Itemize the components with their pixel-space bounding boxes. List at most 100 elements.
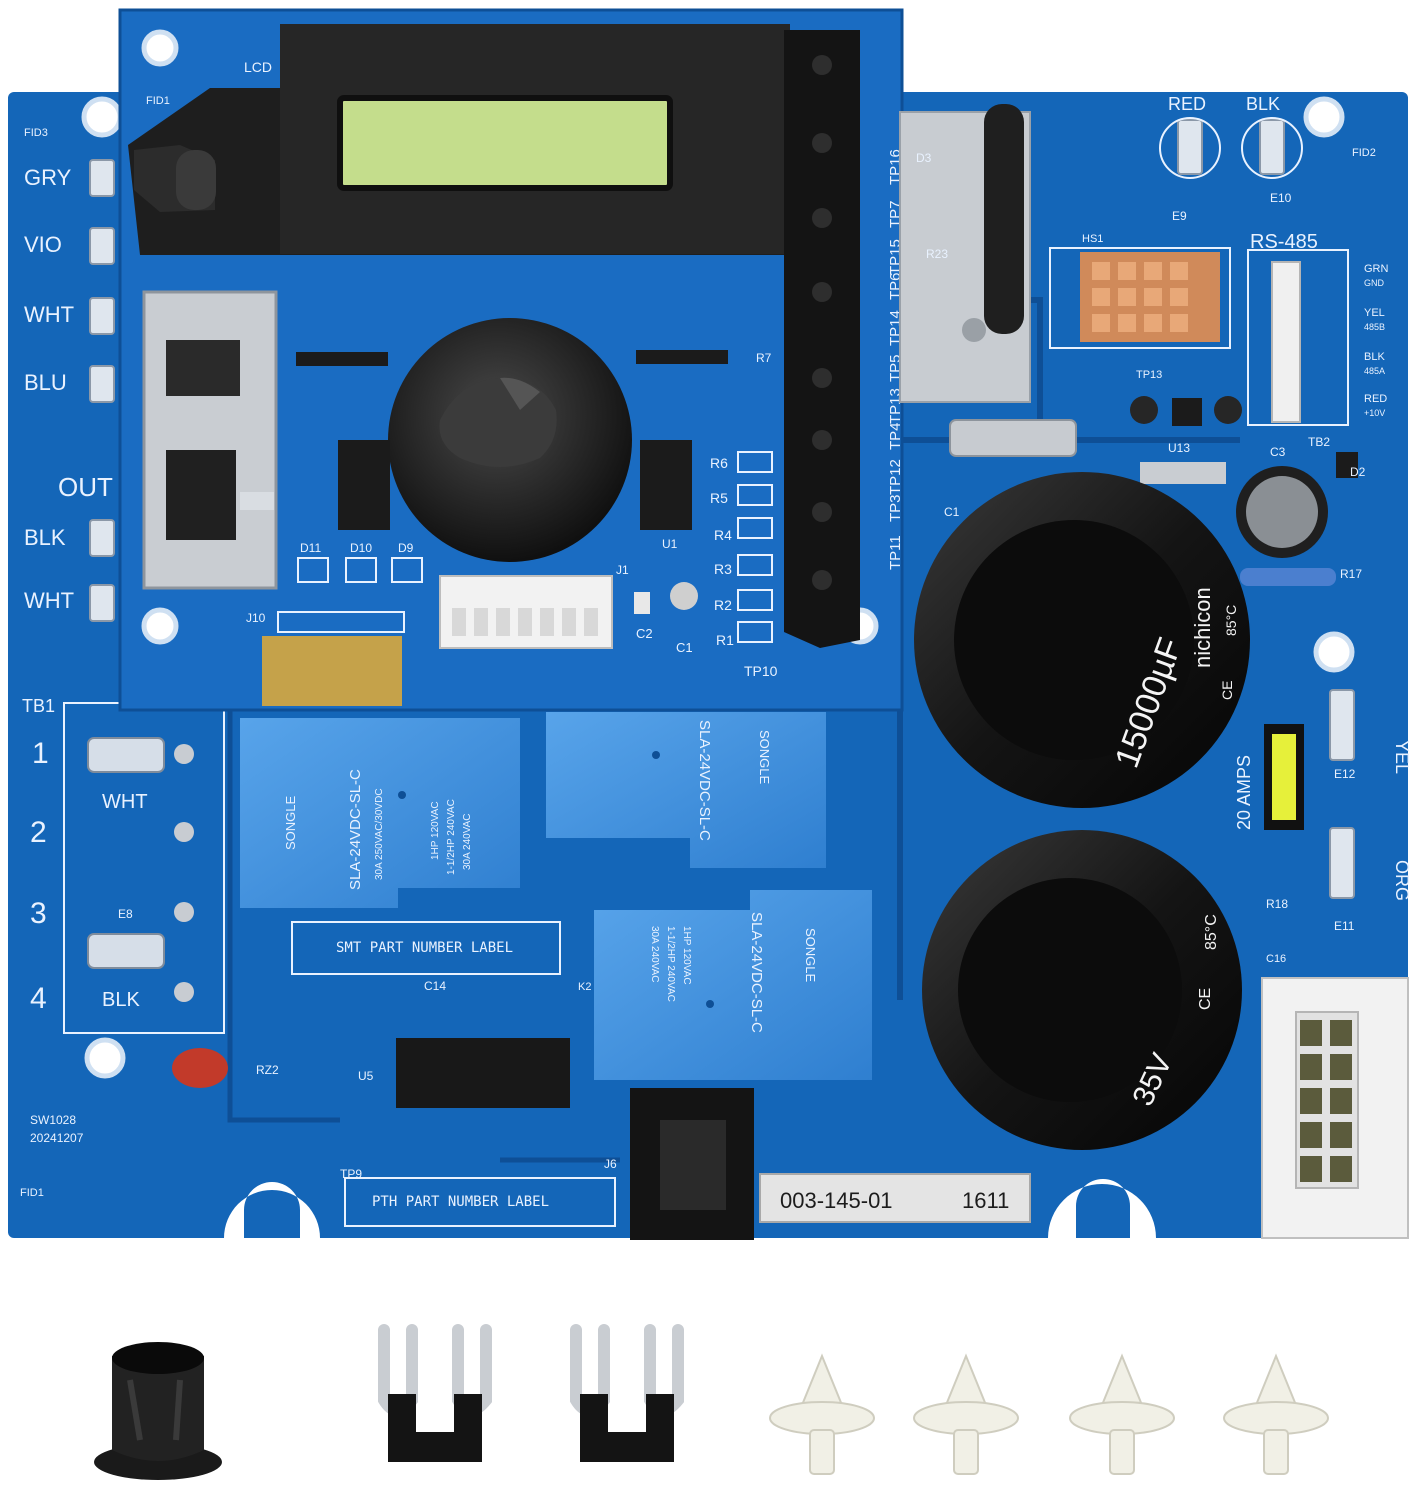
u13-label: U13 bbox=[1168, 441, 1190, 455]
rs485-connector: RS-485 GRN GND YEL 485B BLK 485A RED +10… bbox=[1250, 231, 1389, 449]
j10-header: J10 bbox=[246, 611, 405, 706]
rs485-label: RS-485 bbox=[1250, 231, 1318, 253]
accessory-jumper-2 bbox=[570, 1324, 684, 1462]
tb1-wht-label: WHT bbox=[102, 791, 148, 813]
c16-label: C16 bbox=[1266, 953, 1286, 965]
lcd-display bbox=[128, 24, 790, 255]
accessory-standoff-3 bbox=[1069, 1353, 1175, 1475]
capacitor-large-top: 15000µF nichicon 85°C CE C1 bbox=[914, 472, 1250, 808]
tb2-label: TB2 bbox=[1308, 435, 1330, 449]
j6-rj-jack: J6 bbox=[604, 1088, 754, 1240]
tp12-label: TP12 bbox=[887, 459, 904, 495]
left-spade-terminals bbox=[89, 159, 115, 622]
rs485-pin-red: RED bbox=[1364, 393, 1387, 405]
d11-label: D11 bbox=[300, 541, 321, 555]
c1-label: C1 bbox=[944, 505, 960, 519]
wire-label-red: RED bbox=[1168, 94, 1206, 114]
rs485-pin-yel: YEL bbox=[1364, 307, 1385, 319]
u13-regulator: U13 TP13 C3 bbox=[1130, 369, 1286, 484]
cap2-ce: CE bbox=[1197, 988, 1214, 1010]
rs485-pin-485a: 485A bbox=[1364, 366, 1385, 376]
capacitor-large-bottom: 35V 85°C CE bbox=[922, 830, 1242, 1150]
fuse-label: 20 AMPS bbox=[1234, 755, 1254, 830]
accessory-jumper-1 bbox=[378, 1324, 492, 1462]
part-number: 003-145-01 bbox=[780, 1188, 893, 1213]
fuse: 20 AMPS bbox=[1234, 724, 1304, 830]
relay-bottom-rating-d: 30A 240VAC bbox=[649, 926, 660, 983]
c1-small-label: C1 bbox=[676, 640, 693, 655]
small-caps: C2 C1 bbox=[634, 582, 698, 655]
r23-label: R23 bbox=[926, 247, 948, 261]
wire-label-gry: GRY bbox=[24, 165, 72, 190]
fid-label-top: FID3 bbox=[24, 127, 48, 139]
j6-label: J6 bbox=[604, 1157, 617, 1171]
relay-left-rating-a: 30A 250VAC/30VDC bbox=[374, 788, 385, 880]
d3-label: D3 bbox=[916, 151, 932, 165]
r1-label: R1 bbox=[716, 632, 734, 648]
cap2-rating: 85°C bbox=[1203, 914, 1220, 950]
r2-label: R2 bbox=[714, 597, 732, 613]
relay-bottom-model: SLA-24VDC-SL-C bbox=[748, 912, 765, 1033]
c2-label: C2 bbox=[636, 626, 653, 641]
smt-part-label: SMT PART NUMBER LABEL bbox=[336, 940, 513, 956]
tb1-blk-label: BLK bbox=[102, 989, 140, 1011]
r5-label: R5 bbox=[710, 490, 728, 506]
electrolytic-small: D2 bbox=[1236, 452, 1366, 558]
cap1-rating: 85°C bbox=[1223, 605, 1239, 636]
r4-label: R4 bbox=[714, 527, 732, 543]
top-right-terminals: RED BLK E9 E10 FID2 bbox=[1159, 94, 1376, 223]
r17-label: R17 bbox=[1340, 567, 1362, 581]
rotary-knob bbox=[388, 318, 632, 562]
tp9-label: TP9 bbox=[340, 1167, 362, 1181]
rz2-label: RZ2 bbox=[256, 1063, 279, 1077]
d9-label: D9 bbox=[398, 541, 414, 555]
relay-middle-model: SLA-24VDC-SL-C bbox=[696, 720, 713, 841]
relay-left-model: SLA-24VDC-SL-C bbox=[347, 769, 364, 890]
j1-label: J1 bbox=[616, 563, 629, 577]
tp10-label: TP10 bbox=[744, 663, 778, 679]
crystal bbox=[949, 419, 1077, 457]
relay-left-brand: SONGLE bbox=[283, 795, 298, 850]
u5-label: U5 bbox=[358, 1069, 374, 1083]
tb1-terminal-block bbox=[87, 737, 194, 1002]
relay-middle-brand: SONGLE bbox=[757, 730, 772, 785]
relay-bottom-rating-c: 1-1/2HP 240VAC bbox=[665, 926, 676, 1002]
resistor-stack: R7 R6 R5 R4 R3 R2 R1 bbox=[710, 351, 773, 648]
e9-label: E9 bbox=[1172, 209, 1187, 223]
accessory-standoff-4 bbox=[1223, 1353, 1329, 1475]
out-wire-blk: BLK bbox=[24, 525, 66, 550]
pth-part-label: PTH PART NUMBER LABEL bbox=[372, 1194, 549, 1210]
relay-bottom-rating-b: 1HP 120VAC bbox=[681, 926, 692, 985]
diode-row: D11 D10 D9 bbox=[297, 541, 423, 583]
d2-label: D2 bbox=[1350, 465, 1366, 479]
e12-label: E12 bbox=[1334, 767, 1356, 781]
fid-label-bottom: FID1 bbox=[20, 1187, 44, 1199]
tb1-terminal-1: 1 bbox=[32, 737, 49, 770]
relay-bottom-brand: SONGLE bbox=[803, 928, 818, 983]
copper-heatsink: HS1 bbox=[1080, 233, 1220, 342]
relay-bottom: SLA-24VDC-SL-C SONGLE 1HP 120VAC 1-1/2HP… bbox=[578, 890, 872, 1080]
lcd-screen bbox=[337, 95, 673, 191]
out-wire-wht: WHT bbox=[24, 588, 74, 613]
r6-label: R6 bbox=[710, 455, 728, 471]
left-wire-labels: GRY VIO WHT BLU OUT BLK WHT TB1 1 2 3 4 … bbox=[20, 127, 148, 1199]
r3-label: R3 bbox=[714, 561, 732, 577]
tp4-label: TP4 bbox=[887, 422, 904, 450]
e11-label: E11 bbox=[1334, 919, 1355, 933]
e10-label: E10 bbox=[1270, 191, 1292, 205]
wire-label-blk-top: BLK bbox=[1246, 94, 1280, 114]
tb1-label: TB1 bbox=[22, 696, 55, 716]
wire-label-yel: YEL bbox=[1392, 740, 1412, 774]
test-point-strip bbox=[784, 30, 860, 648]
wire-label-blu: BLU bbox=[24, 370, 67, 395]
rz2-varistor bbox=[172, 1048, 228, 1088]
e8-label: E8 bbox=[118, 907, 133, 921]
tp13-right-label: TP13 bbox=[1136, 369, 1162, 381]
slide-switch bbox=[142, 290, 278, 590]
rs485-pin-blk: BLK bbox=[1364, 351, 1385, 363]
relay-left-rating-b: 1HP 120VAC bbox=[430, 801, 441, 860]
hs1-label: HS1 bbox=[1082, 233, 1103, 245]
fw-version: SW1028 bbox=[30, 1113, 76, 1127]
out-label: OUT bbox=[58, 472, 113, 502]
